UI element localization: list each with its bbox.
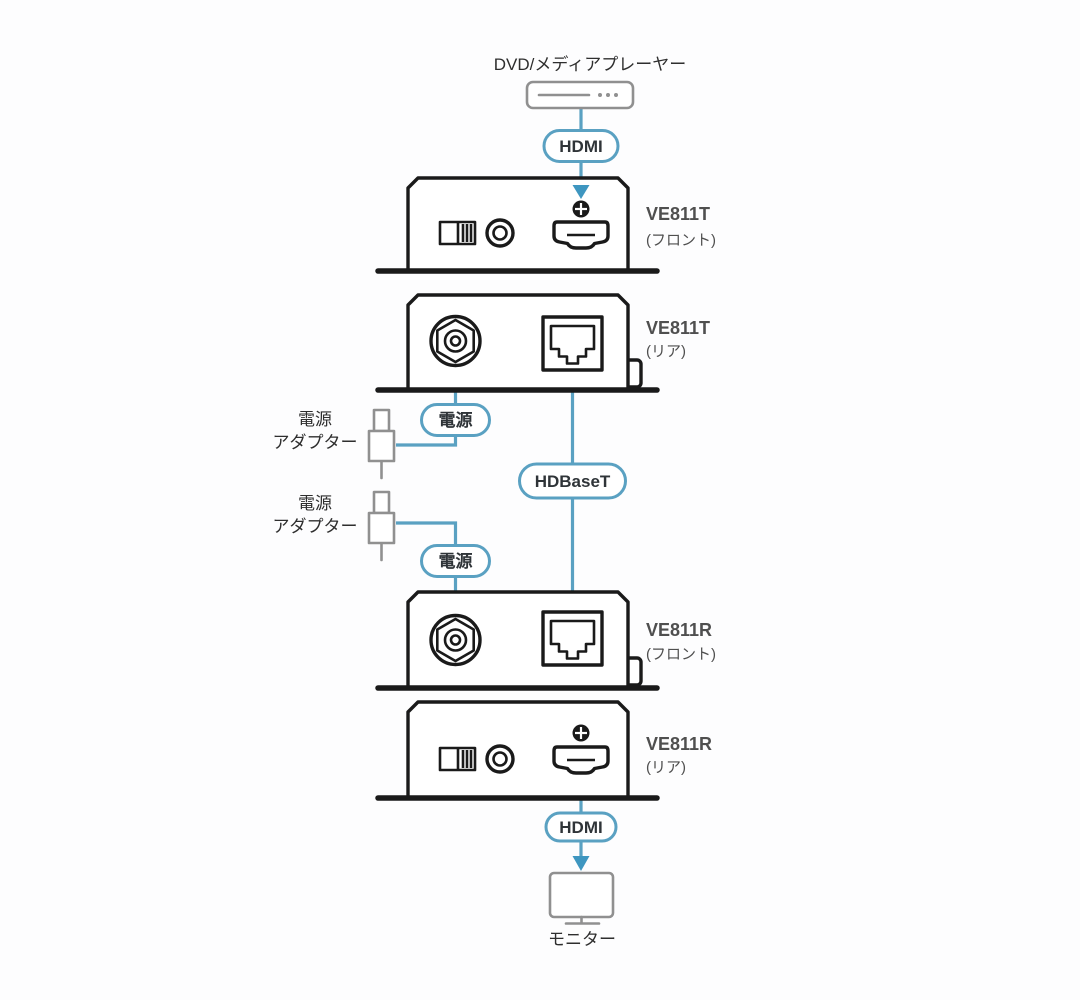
dc-power-jack-icon bbox=[429, 314, 482, 368]
device-view-label: (フロント) bbox=[646, 646, 716, 663]
power-plug-icon bbox=[367, 408, 396, 480]
power-badge-2: 電源 bbox=[420, 544, 491, 578]
hdmi-badge-bottom-label: HDMI bbox=[559, 818, 602, 837]
grounding-screw-icon bbox=[571, 723, 591, 743]
dc-power-jack-icon bbox=[429, 613, 482, 667]
device-model-label: VE811R bbox=[646, 734, 712, 754]
device-ve811t-rear: VE811T (リア) bbox=[375, 293, 710, 393]
ir-jack-icon bbox=[485, 744, 515, 774]
power-adapter-label-line1: 電源 bbox=[298, 494, 332, 513]
grounding-screw-icon bbox=[571, 199, 591, 219]
dvd-player-icon bbox=[525, 80, 635, 110]
hdmi-badge-top: HDMI bbox=[542, 129, 620, 163]
power-badge-1-label: 電源 bbox=[439, 410, 473, 430]
power-adapter-label-line2: アダプター bbox=[273, 433, 358, 452]
power-adapter-label-line2: アダプター bbox=[273, 517, 358, 536]
device-ve811t-front: VE811T (フロント) bbox=[375, 176, 716, 274]
power-badge-1: 電源 bbox=[420, 403, 491, 437]
arrow-down-icon bbox=[572, 185, 590, 199]
ir-jack-icon bbox=[485, 218, 515, 248]
power-adapter-1: 電源 アダプター bbox=[273, 408, 396, 480]
device-model-label: VE811R bbox=[646, 620, 712, 640]
power-adapter-2: 電源 アダプター bbox=[273, 490, 396, 562]
power-badge-2-label: 電源 bbox=[439, 551, 473, 571]
power-adapter-label-line1: 電源 bbox=[298, 410, 332, 429]
device-model-label: VE811T bbox=[646, 318, 710, 338]
device-ve811r-front: VE811R (フロント) bbox=[375, 590, 716, 691]
arrow-down-icon bbox=[572, 856, 590, 871]
device-view-label: (リア) bbox=[646, 759, 686, 776]
device-view-label: (フロント) bbox=[646, 232, 716, 249]
hdbaset-badge: HDBaseT bbox=[518, 462, 627, 500]
power-plug-icon bbox=[367, 490, 396, 562]
rj45-port-icon bbox=[541, 610, 604, 667]
device-ve811r-rear: VE811R (リア) bbox=[375, 700, 712, 801]
monitor-icon bbox=[548, 871, 615, 925]
device-view-label: (リア) bbox=[646, 343, 686, 360]
sink-device-label: モニター bbox=[548, 930, 616, 949]
hdbaset-badge-label: HDBaseT bbox=[535, 472, 611, 491]
hdmi-badge-top-label: HDMI bbox=[559, 137, 602, 156]
hdmi-port-icon bbox=[552, 220, 610, 250]
source-device-label: DVD/メディアプレーヤー bbox=[494, 54, 686, 74]
hdmi-port-icon bbox=[552, 745, 610, 775]
device-model-label: VE811T bbox=[646, 204, 710, 224]
rj45-port-icon bbox=[541, 315, 604, 372]
power-cable-2 bbox=[396, 521, 458, 614]
hdmi-badge-bottom: HDMI bbox=[544, 811, 618, 843]
power-cable-1 bbox=[396, 368, 458, 447]
